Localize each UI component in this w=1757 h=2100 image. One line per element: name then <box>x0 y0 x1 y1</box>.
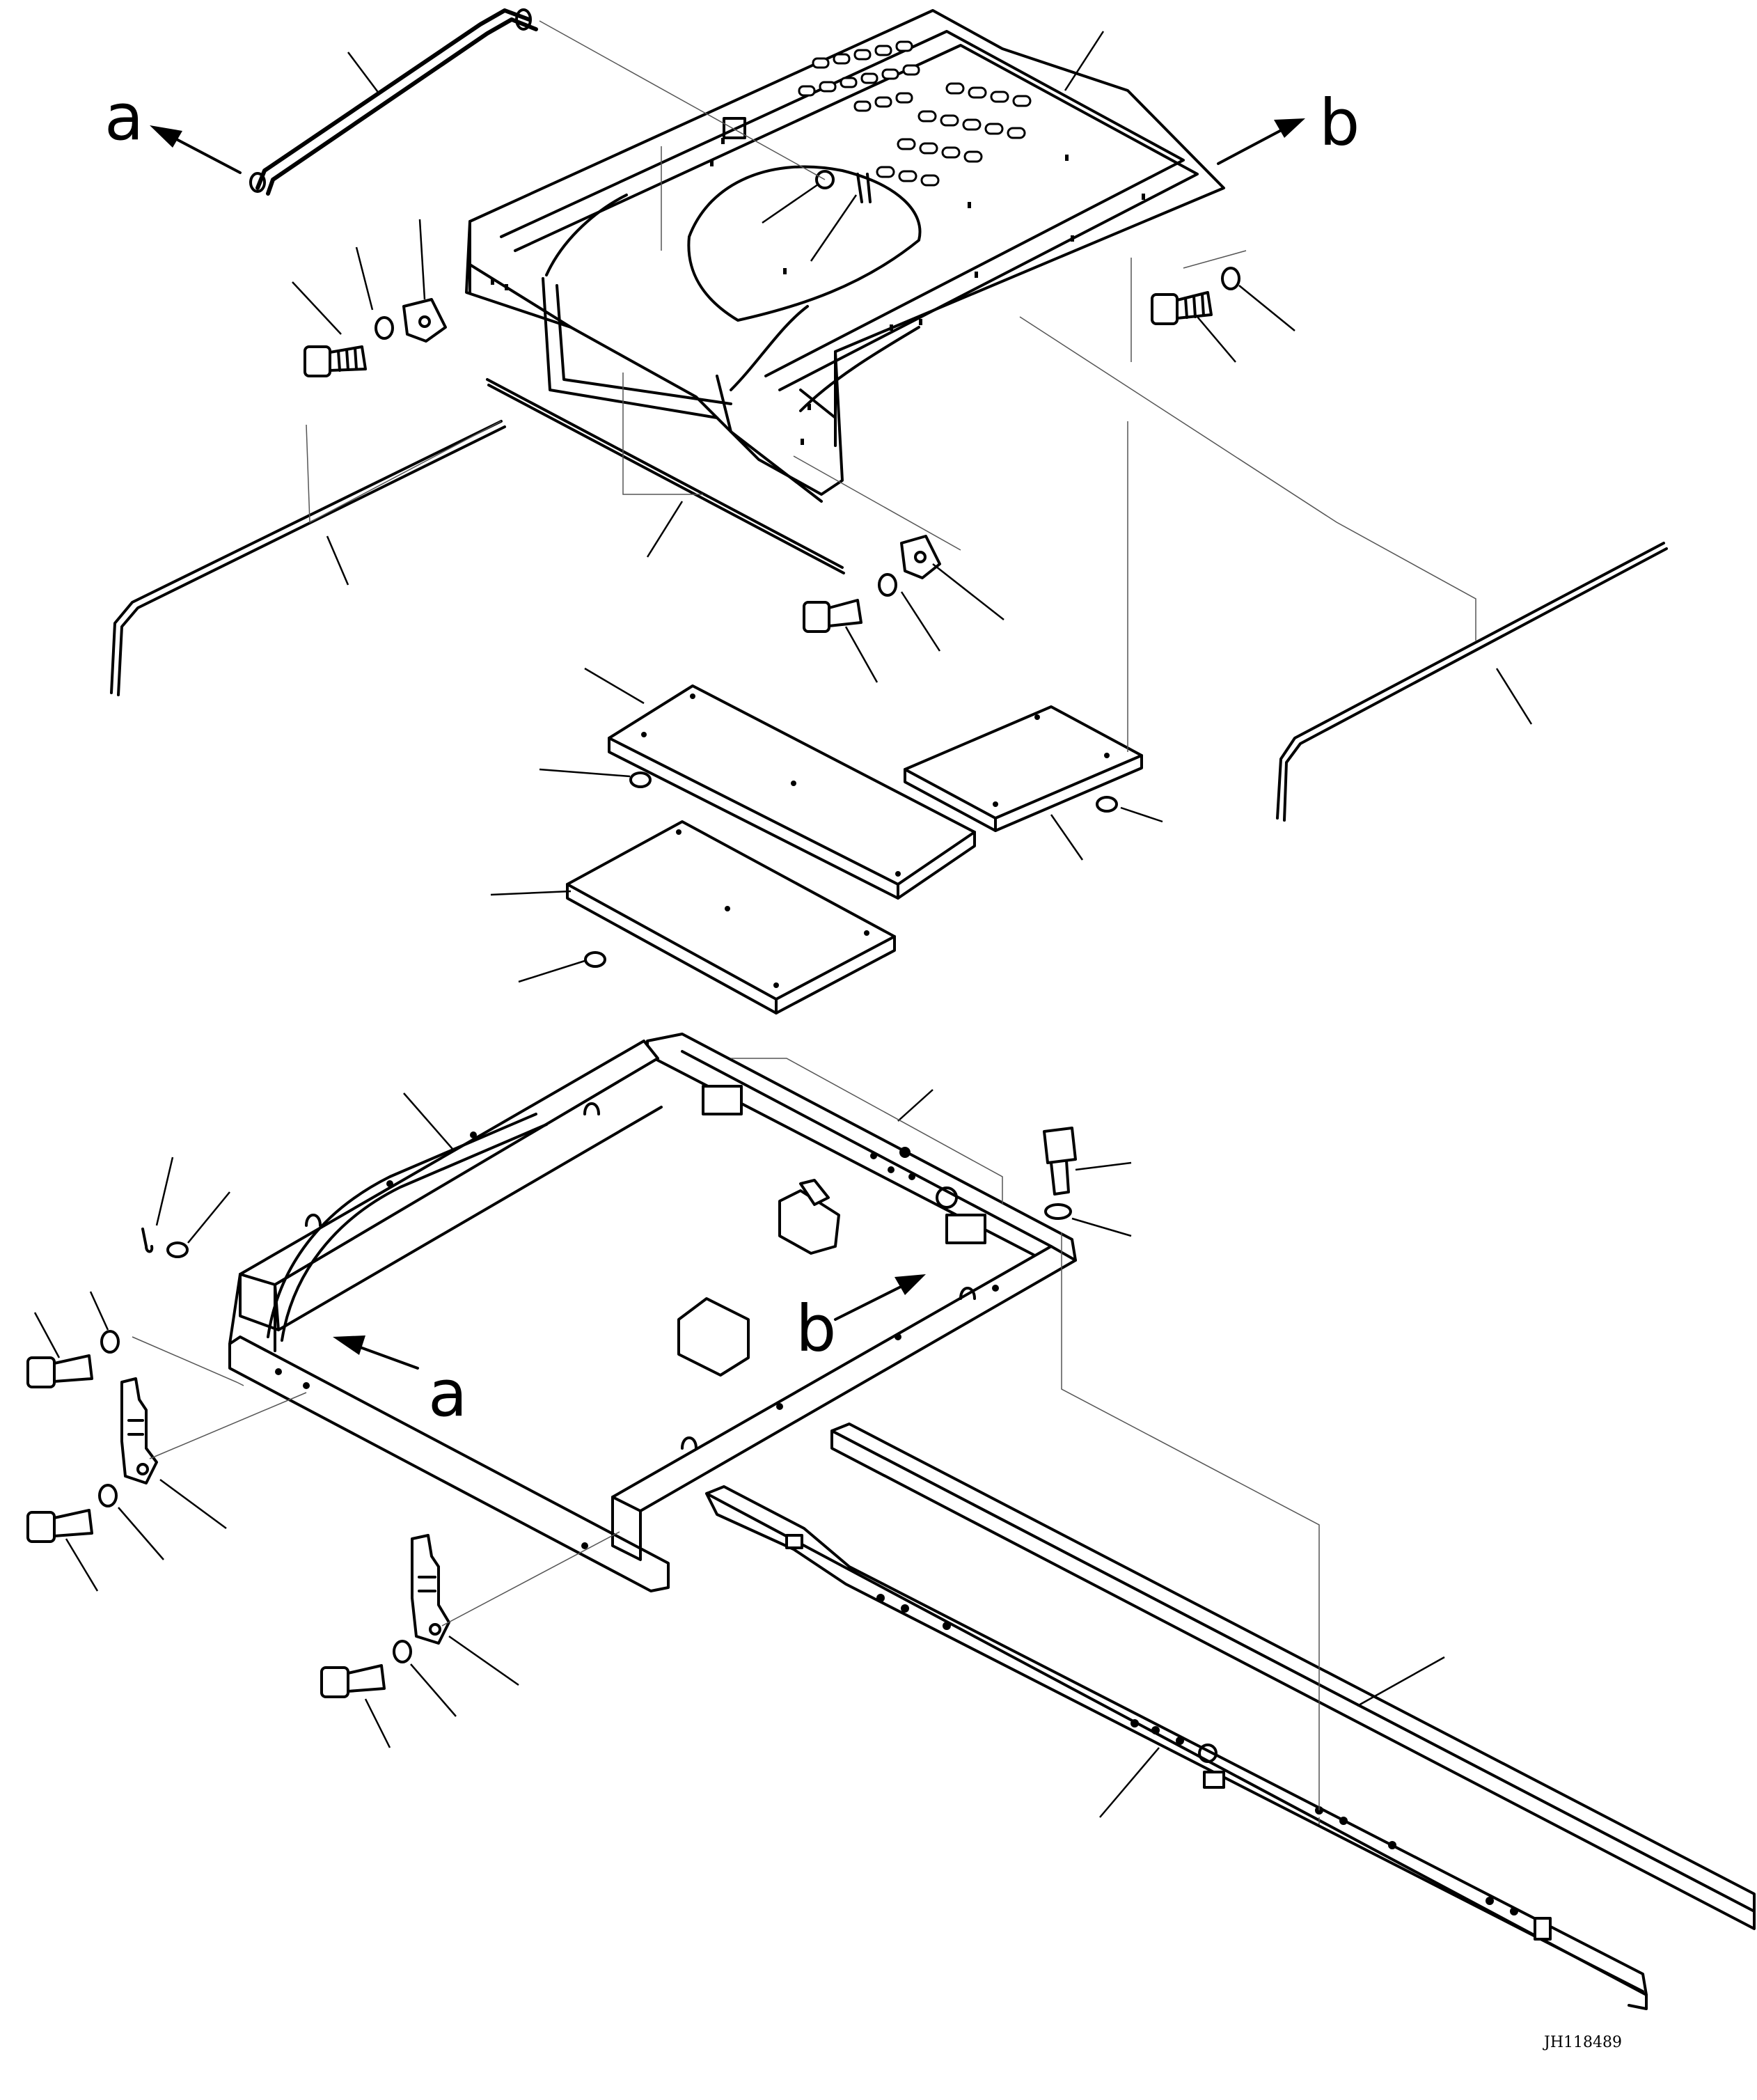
dome-cover <box>687 165 922 322</box>
vent-slots-left <box>798 40 920 112</box>
frame-bracket-1 <box>677 1297 750 1377</box>
frame-assembly <box>228 1033 1077 1592</box>
latch-bracket-mid <box>900 535 941 579</box>
frame-bracket-2 <box>778 1189 840 1255</box>
washer-frame-left-1 <box>100 1330 120 1354</box>
dome-grommet <box>815 170 835 189</box>
pin-1 <box>629 771 652 788</box>
washer-frame-left-2 <box>98 1484 118 1507</box>
washer-top-right <box>1221 267 1240 290</box>
cover-holes <box>491 138 1145 445</box>
long-side-rail <box>705 1485 1648 2010</box>
label-a-top: a <box>104 80 143 155</box>
label-b-top: b <box>1319 86 1360 160</box>
bolt-frame-left-1 <box>26 1354 93 1388</box>
drawing-reference-code: JH118489 <box>1543 2034 1622 2051</box>
bolt-top-left <box>304 345 367 377</box>
washer-left-top <box>166 1241 189 1258</box>
bent-rod-left <box>110 420 506 696</box>
bolt-mid <box>803 599 862 633</box>
insulation-pad-2 <box>904 705 1143 832</box>
bolt-frame-left-2 <box>26 1509 93 1543</box>
insulation-pad-1 <box>608 684 976 900</box>
latch-hook-left <box>120 1377 158 1484</box>
seal-strip-center <box>486 378 844 569</box>
washer-top-left <box>375 316 394 340</box>
washer-frame-right <box>1044 1203 1072 1220</box>
bent-rod-right <box>1276 542 1668 822</box>
long-square-bar <box>830 1423 1756 1930</box>
bolt-top-right <box>1151 291 1213 325</box>
latch-hook-bottom <box>411 1534 450 1645</box>
hinge-right <box>945 1214 986 1244</box>
cotter-pin <box>141 1228 154 1253</box>
arrow-b-top <box>1217 118 1305 165</box>
hinge-left <box>702 1085 743 1115</box>
washer-mid <box>878 573 897 597</box>
bolt-bottom <box>320 1664 386 1698</box>
cover-latch-plate <box>723 117 746 139</box>
washer-bottom <box>393 1640 412 1663</box>
pin-3 <box>584 951 606 968</box>
pin-2 <box>1096 796 1118 813</box>
leader-lines <box>33 31 1533 1818</box>
latch-bracket-top-left <box>402 298 447 343</box>
arrow-a-top <box>150 125 242 174</box>
arrow-a-bottom <box>333 1335 419 1370</box>
bolt-frame-right <box>1043 1127 1077 1196</box>
label-b-bottom: b <box>796 1292 836 1366</box>
vent-slots-right <box>876 82 1032 187</box>
insulation-pad-3 <box>566 820 896 1014</box>
cover-assembly <box>465 9 1225 503</box>
phantom-lines <box>132 20 1476 1824</box>
bent-tube <box>249 8 538 196</box>
label-a-bottom: a <box>428 1356 467 1431</box>
arrow-b-bottom <box>834 1274 926 1321</box>
